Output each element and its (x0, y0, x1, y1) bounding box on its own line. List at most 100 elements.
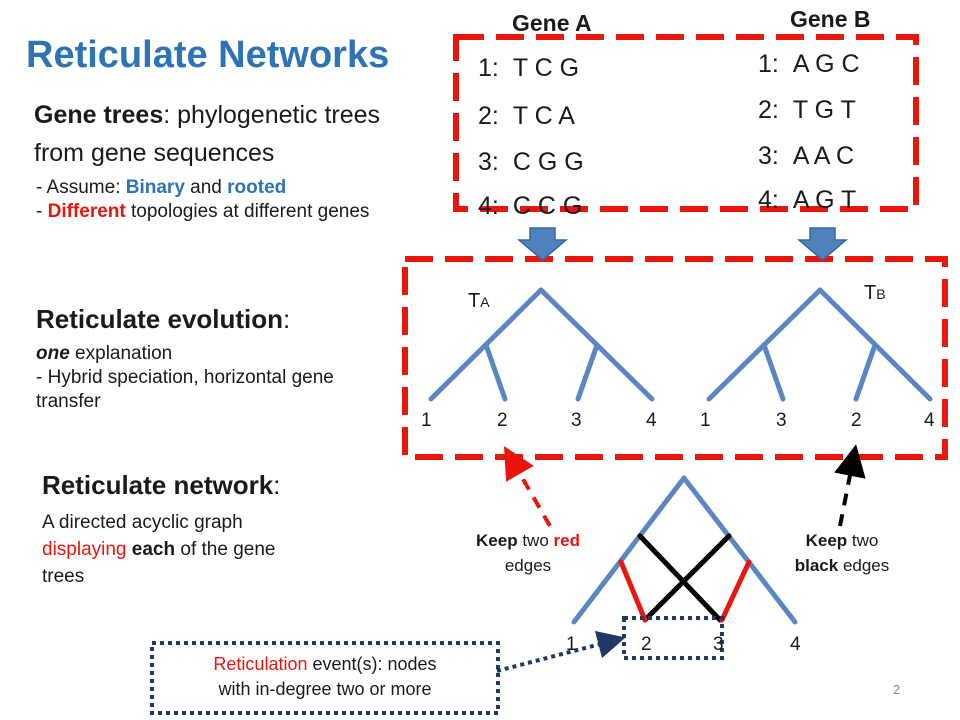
gene-a-sequence: T C G (512, 54, 580, 82)
bullet-2-rest: topologies at different genes (125, 201, 370, 222)
gene-trees-bullets: - Assume: Binary and rooted - Different … (36, 176, 401, 224)
tree-b (706, 287, 933, 402)
keep-black-line-1: Keep two (762, 528, 922, 553)
one-explanation-line: one explanation (36, 342, 336, 366)
rooted-word: rooted (227, 177, 287, 198)
keep-word: Keep (476, 531, 518, 550)
edges-word: edges (504, 556, 552, 575)
gene-b-sequence: T G T (792, 96, 856, 124)
tree-b-label-main: T (864, 282, 877, 304)
gene-a-index: 1: (478, 54, 499, 82)
tree-b-leaf: 4 (924, 410, 935, 431)
gene-b-index: 1: (758, 50, 779, 78)
reticulation-rest-2: with in-degree two or more (218, 679, 432, 699)
bullet-1-prefix: - Assume: (36, 177, 126, 198)
reticulation-line-1: Reticulation event(s): nodes (156, 652, 494, 677)
keep-red-line-1: Keep two red (448, 528, 608, 553)
tree-a (428, 287, 655, 402)
reticulate-network-body: A directed acyclic graph displaying each… (42, 509, 312, 590)
gene-b-index: 2: (758, 96, 779, 124)
different-word: Different (47, 201, 126, 222)
each-word: each (131, 539, 176, 560)
two-word: two (847, 531, 879, 550)
tree-b-label: TB (864, 282, 886, 305)
two-word: two (517, 531, 554, 550)
keep-word: Keep (805, 531, 848, 550)
gene-a-row-1: 1: T C G (478, 54, 579, 83)
displaying-line: displaying each of the gene trees (42, 536, 312, 590)
network-leaf: 4 (790, 634, 801, 655)
network-leaf: 3 (713, 634, 724, 655)
network-leaf: 2 (641, 634, 652, 655)
keep-black-line-2: black edges (762, 553, 922, 578)
slide-title: Reticulate Networks (26, 34, 390, 76)
gene-a-index: 4: (478, 192, 499, 220)
gene-trees-box (402, 256, 948, 460)
gene-b-label: Gene B (790, 6, 871, 32)
tree-a-leaf: 1 (421, 410, 432, 431)
gene-b-index: 3: (758, 142, 779, 170)
bullet-2-prefix: - (36, 201, 48, 222)
reticulate-evolution-heading: Reticulate evolution: (36, 304, 290, 335)
gene-a-sequence: T C A (512, 102, 575, 130)
network-leaf: 1 (566, 634, 577, 655)
keep-red-note: Keep two red edges (448, 528, 608, 578)
explanation-word: explanation (69, 343, 173, 364)
tree-b-leaf: 1 (700, 410, 711, 431)
gene-a-index: 3: (478, 148, 499, 176)
reticulate-evolution-heading-text: Reticulate evolution (36, 304, 284, 334)
down-arrow-gene-a (516, 227, 569, 261)
tree-a-leaf: 3 (571, 410, 582, 431)
gene-b-row-2: 2: T G T (758, 96, 856, 125)
tree-b-leaf: 3 (776, 410, 787, 431)
reticulate-evolution-colon: : (283, 304, 291, 334)
black-word: black (794, 556, 839, 575)
tree-b-label-sub: B (876, 286, 886, 302)
dag-line: A directed acyclic graph (42, 512, 243, 533)
gene-a-row-4: 4: C C G (478, 192, 582, 221)
reticulate-network-heading-text: Reticulate network (42, 470, 274, 500)
gene-a-sequence: C C G (512, 192, 583, 220)
black-dashed-arrow (834, 444, 866, 527)
gene-b-index: 4: (758, 186, 779, 214)
reticulate-network (571, 475, 798, 625)
gene-trees-section: Gene trees: phylogenetic trees from gene… (34, 96, 399, 172)
reticulation-dotted-arrow (496, 630, 626, 673)
reticulation-leaves-box (622, 616, 724, 660)
gene-a-index: 2: (478, 102, 499, 130)
gene-a-label: Gene A (512, 10, 592, 36)
gene-a-sequence: C G G (512, 148, 584, 176)
tree-a-leaf: 4 (646, 410, 657, 431)
page-number: 2 (893, 682, 901, 697)
reticulation-rest-1: event(s): nodes (307, 654, 437, 674)
gene-b-row-1: 1: A G C (758, 50, 860, 79)
edges-word: edges (838, 556, 890, 575)
gene-trees-heading-rest: : phylogenetic trees from gene sequences (34, 101, 381, 167)
gene-b-row-3: 3: A A C (758, 142, 854, 171)
reticulate-network-colon: : (273, 470, 281, 500)
red-dashed-arrow (504, 446, 552, 527)
down-arrow-gene-b (796, 227, 849, 261)
gene-b-sequence: A G C (792, 50, 860, 78)
gene-b-sequence: A G T (792, 186, 857, 214)
displaying-word: displaying (42, 539, 127, 560)
one-word: one (36, 343, 70, 364)
binary-word: Binary (125, 177, 185, 198)
tree-a-leaf: 2 (497, 410, 508, 431)
gene-b-sequence: A A C (792, 142, 855, 170)
gene-trees-bullet-2: - Different topologies at different gene… (36, 200, 401, 224)
tree-a-label-sub: A (480, 294, 490, 310)
reticulate-evolution-body: one explanation - Hybrid speciation, hor… (36, 342, 336, 414)
tree-a-label: TA (468, 290, 490, 313)
tree-b-leaf: 2 (851, 410, 862, 431)
of-the-gene-trees: of the gene trees (42, 539, 276, 587)
and-word: and (184, 177, 228, 198)
gene-trees-bullet-1: - Assume: Binary and rooted (36, 176, 401, 200)
tree-a-label-main: T (468, 290, 481, 312)
gene-b-row-4: 4: A G T (758, 186, 856, 215)
keep-black-note: Keep two black edges (762, 528, 922, 578)
reticulate-network-heading: Reticulate network: (42, 470, 280, 501)
reticulation-word: Reticulation (213, 654, 308, 674)
reticulation-note: Reticulation event(s): nodes with in-deg… (156, 652, 494, 702)
